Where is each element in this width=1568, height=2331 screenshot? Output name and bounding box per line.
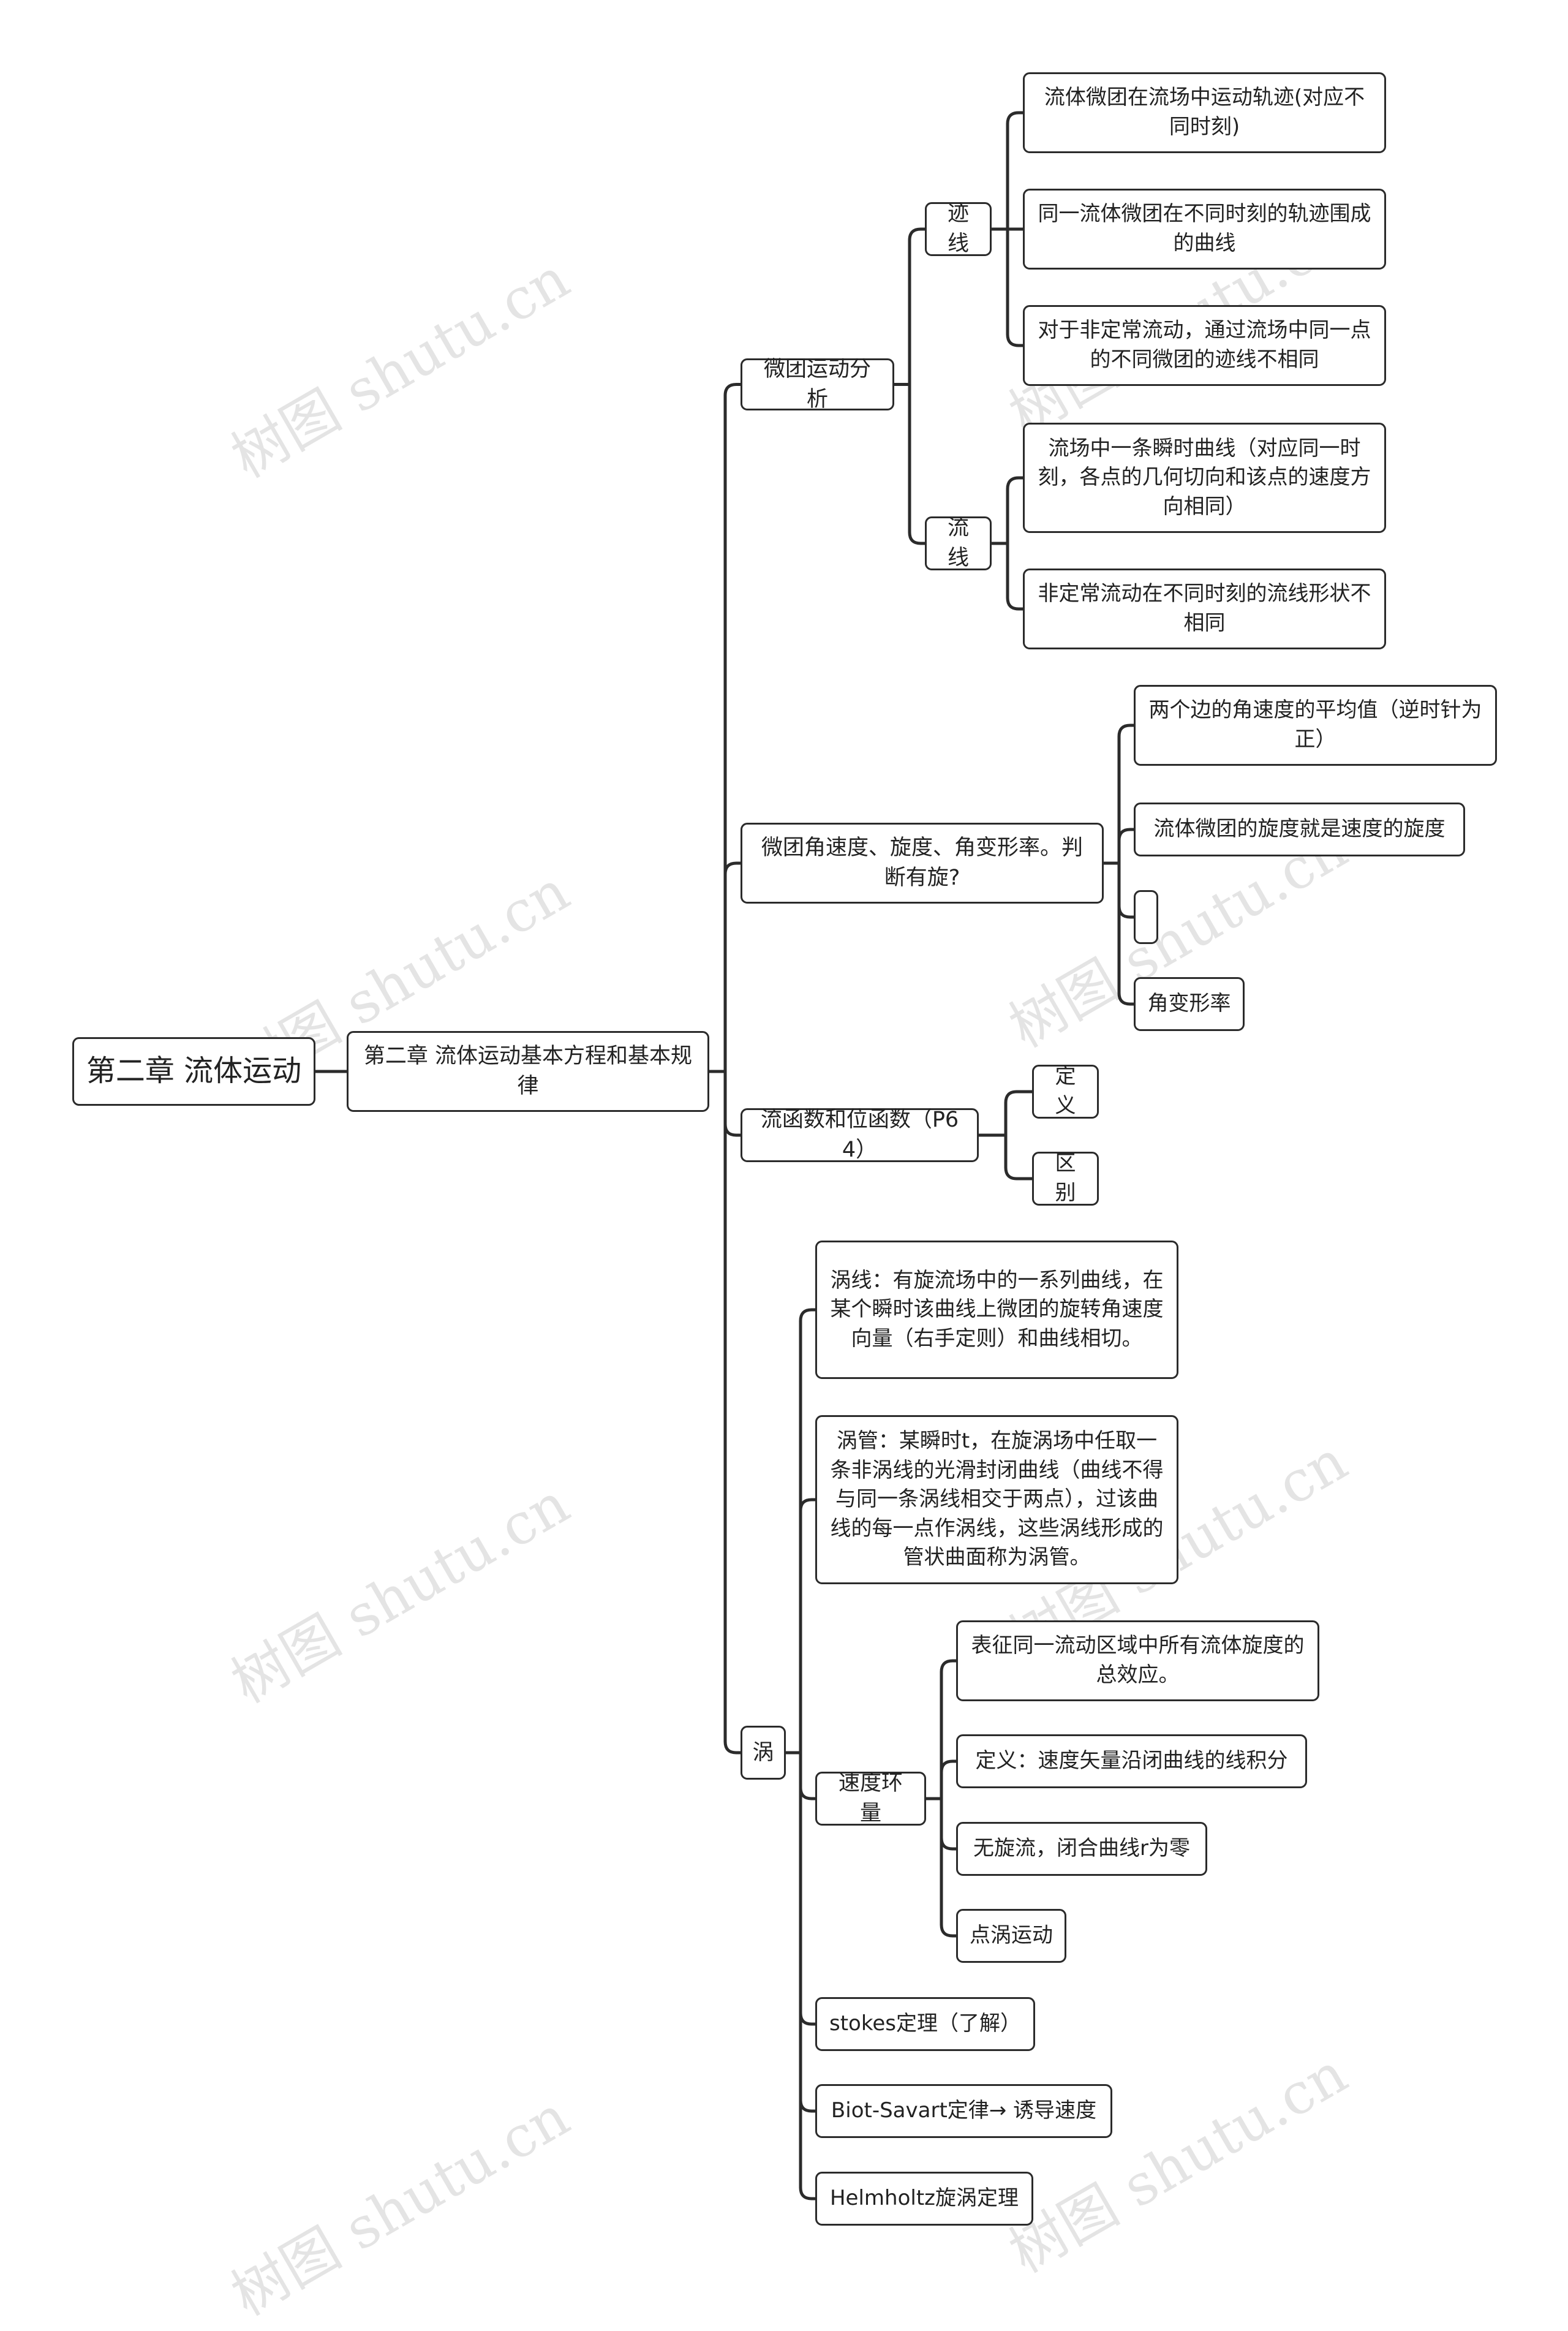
pathline-item[interactable]: 流体微团在流场中运动轨迹(对应不同时刻) [1023,72,1386,153]
connector-chapter [709,383,741,1755]
angular-item[interactable]: 两个边的角速度的平均值（逆时针为正） [1134,685,1497,766]
circulation-item[interactable]: 点涡运动 [956,1909,1066,1963]
circulation-item[interactable]: 无旋流，闭合曲线r为零 [956,1822,1207,1876]
node-velocity-circulation[interactable]: 速度环量 [815,1771,926,1826]
streamline-item[interactable]: 流场中一条瞬时曲线（对应同一时刻，各点的几何切向和该点的速度方向相同） [1023,423,1386,533]
stream-function-item[interactable]: 区别 [1032,1151,1099,1206]
node-pathline[interactable]: 迹线 [925,202,992,256]
stream-function-item[interactable]: 定义 [1032,1064,1099,1119]
angular-item[interactable]: 流体微团的旋度就是速度的旋度 [1134,803,1465,856]
connector-circ [926,1659,956,1938]
pathline-item[interactable]: 同一流体微团在不同时刻的轨迹围成的曲线 [1023,189,1386,270]
pathline-item[interactable]: 对于非定常流动，通过流场中同一点的不同微团的迹线不相同 [1023,305,1386,386]
vortex-line[interactable]: 涡线：有旋流场中的一系列曲线，在某个瞬时该曲线上微团的旋转角速度向量（右手定则）… [815,1241,1178,1379]
branch-angular-velocity[interactable]: 微团角速度、旋度、角变形率。判断有旋? [741,823,1104,904]
streamline-item[interactable]: 非定常流动在不同时刻的流线形状不相同 [1023,569,1386,649]
connector-vortex [786,1308,815,2201]
chapter-topic[interactable]: 第二章 流体运动基本方程和基本规律 [347,1031,709,1112]
angular-item[interactable]: 角变形率 [1134,977,1245,1031]
connector-streamline [992,476,1023,611]
vortex-tube[interactable]: 涡管：某瞬时t，在旋涡场中任取一条非涡线的光滑封闭曲线（曲线不得与同一条涡线相交… [815,1415,1178,1584]
branch-micro-motion[interactable]: 微团运动分析 [741,357,894,412]
circulation-item[interactable]: 表征同一流动区域中所有流体旋度的总效应。 [956,1620,1319,1701]
connector-pathline [992,111,1023,347]
circulation-item[interactable]: 定义：速度矢量沿闭曲线的线积分 [956,1734,1307,1788]
biot-savart-law[interactable]: Biot-Savart定律→ 诱导速度 [815,2084,1112,2138]
branch-vortex[interactable]: 涡 [741,1726,786,1780]
watermark: 树图 shutu.cn [221,245,580,491]
watermark: 树图 shutu.cn [998,2040,1358,2286]
branch-stream-function[interactable]: 流函数和位函数（P64） [741,1108,979,1162]
connector-micro [894,227,925,545]
connector-stream [979,1090,1032,1181]
watermark: 树图 shutu.cn [221,1470,580,1716]
root-topic[interactable]: 第二章 流体运动 [72,1037,315,1106]
angular-item-empty[interactable] [1134,890,1158,944]
helmholtz-theorem[interactable]: Helmholtz旋涡定理 [815,2172,1033,2226]
stokes-theorem[interactable]: stokes定理（了解） [815,1997,1035,2051]
watermark: 树图 shutu.cn [221,2083,580,2329]
node-streamline[interactable]: 流线 [925,516,992,570]
